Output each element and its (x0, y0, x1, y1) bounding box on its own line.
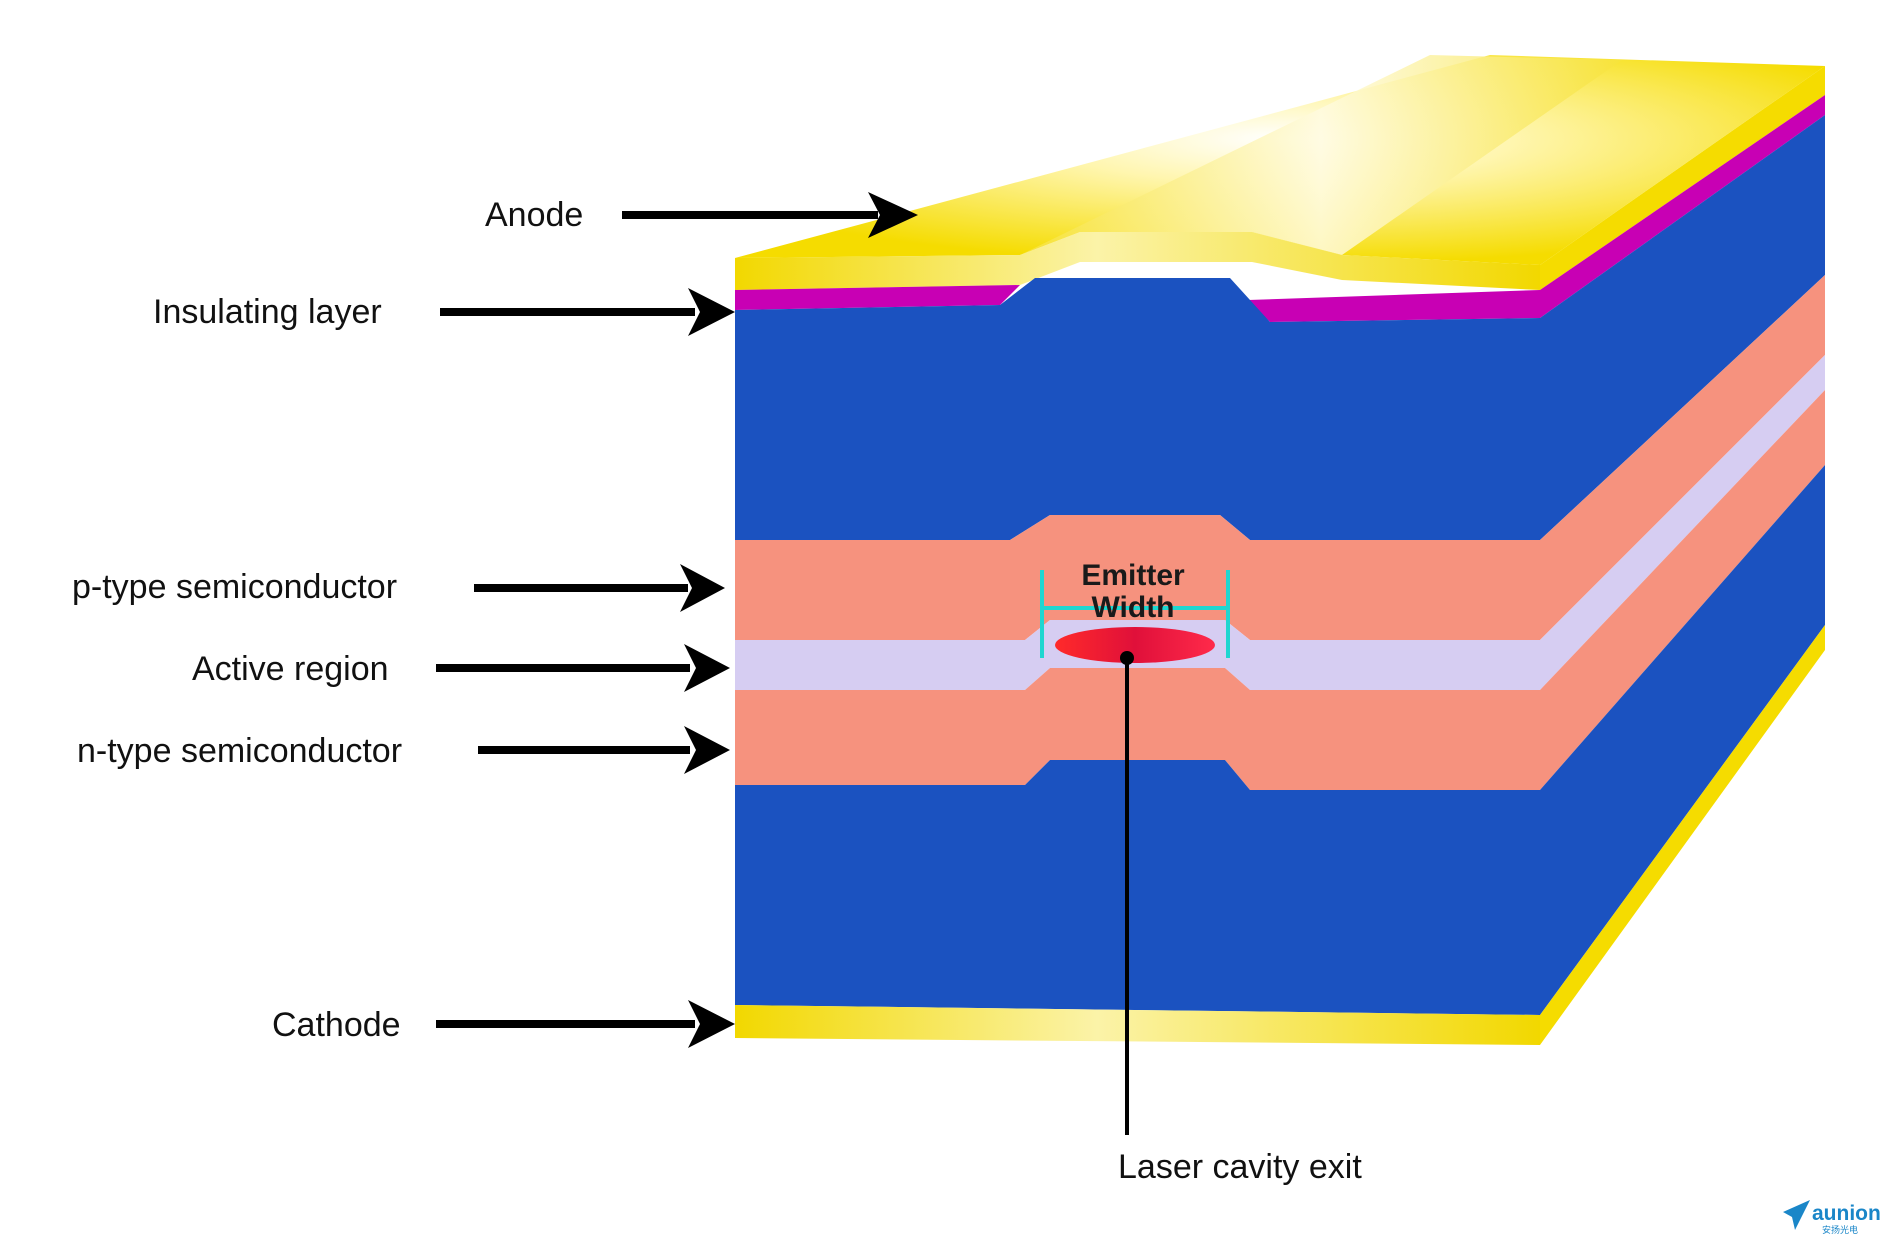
insulating-label: Insulating layer (153, 293, 382, 331)
front-p-type (735, 515, 1540, 640)
side-upper-substrate (1540, 115, 1825, 540)
ntype-label: n-type semiconductor (77, 732, 402, 770)
side-n-type (1540, 390, 1825, 790)
cathode-label: Cathode (272, 1006, 401, 1044)
side-cathode (1540, 625, 1825, 1045)
anode-arrowhead (868, 192, 918, 238)
emitter-marker: Emitter Width (1040, 559, 1230, 1135)
laser-exit-dot (1120, 651, 1134, 665)
side-anode-edge (1540, 66, 1825, 290)
ptype-label: p-type semiconductor (72, 568, 397, 606)
top-face (735, 55, 1825, 265)
brand-logo: aunion 安扬光电 (1783, 1200, 1881, 1236)
ptype-callout: p-type semiconductor (72, 564, 725, 612)
front-lower-substrate (735, 760, 1540, 1015)
ntype-callout: n-type semiconductor (77, 726, 730, 774)
active-callout: Active region (192, 644, 730, 692)
laser-beam-spot (1055, 627, 1215, 663)
cathode-arrowhead (688, 1000, 735, 1048)
front-n-type (735, 668, 1540, 790)
side-p-type (1540, 275, 1825, 640)
front-upper-substrate (735, 278, 1540, 540)
ntype-arrowhead (684, 726, 730, 774)
logo-sub: 安扬光电 (1822, 1224, 1858, 1236)
cathode-callout: Cathode (272, 1000, 735, 1048)
side-insulator (1540, 95, 1825, 318)
emitter-label-line2: Width (1091, 591, 1174, 624)
insulating-arrowhead (688, 288, 735, 336)
front-cathode (735, 1005, 1540, 1045)
laser-exit-label: Laser cavity exit (1118, 1148, 1362, 1186)
side-face (1540, 66, 1825, 1045)
front-face (735, 232, 1540, 1045)
front-insulator (735, 285, 1020, 310)
emitter-label-line1: Emitter (1081, 559, 1185, 592)
side-lower-substrate (1540, 465, 1825, 1015)
active-arrowhead (684, 644, 730, 692)
logo-name: aunion (1812, 1202, 1881, 1225)
paper-plane-icon (1783, 1200, 1810, 1230)
insulating-callout: Insulating layer (153, 288, 735, 336)
side-active (1540, 355, 1825, 690)
front-insulator-right (1248, 290, 1540, 322)
callouts: Anode Insulating layer p-type semiconduc… (72, 192, 1362, 1186)
active-label: Active region (192, 650, 389, 688)
ptype-arrowhead (680, 564, 725, 612)
anode-label: Anode (485, 196, 583, 234)
anode-ridge-top (1020, 55, 1622, 255)
front-anode (735, 232, 1540, 290)
anode-callout: Anode (485, 192, 918, 238)
